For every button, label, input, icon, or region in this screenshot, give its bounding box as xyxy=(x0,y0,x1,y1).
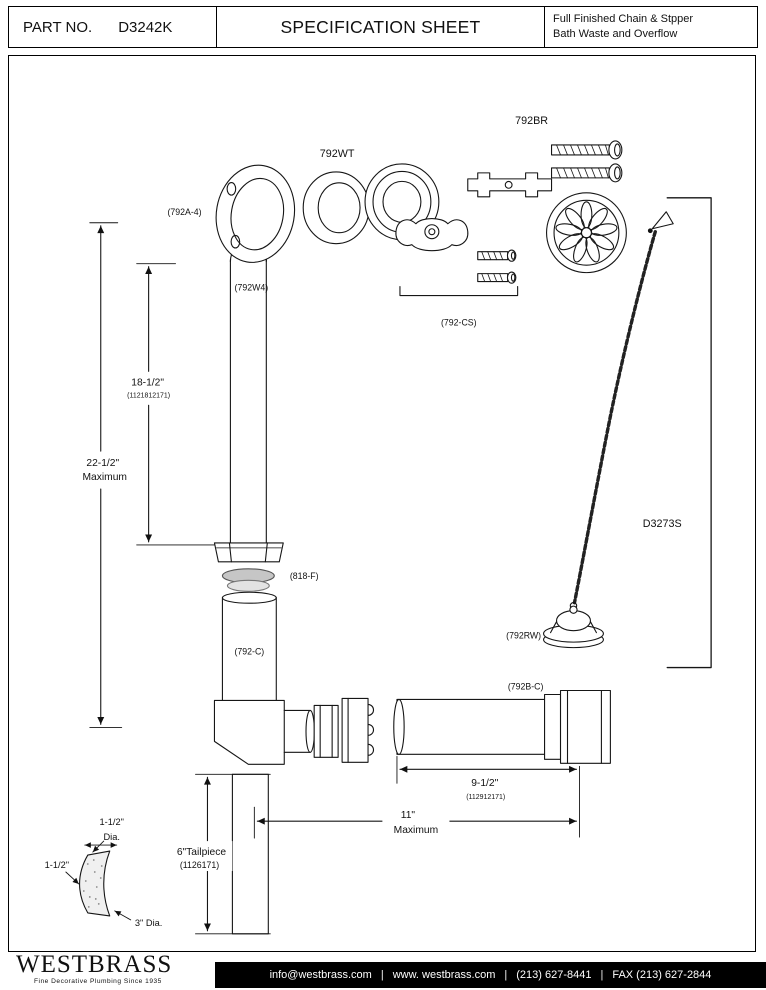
dimension-18-half-lines xyxy=(136,263,215,546)
waste-tee-tube-792c xyxy=(221,591,277,702)
waste-tee-body xyxy=(213,697,374,765)
contact-bar: info@westbrass.com | www. westbrass.com … xyxy=(215,962,766,988)
mounting-screws-792br xyxy=(550,140,623,183)
overflow-clip-bracket xyxy=(395,217,469,252)
label-792br: 792BR xyxy=(515,115,548,127)
dimension-9-half-code: (112912171) xyxy=(466,794,505,801)
drain-strainer xyxy=(546,192,627,274)
label-792rw: (792RW) xyxy=(506,631,541,641)
waste-outlet-pipe-792bc xyxy=(393,689,611,764)
contact-email: info@westbrass.com xyxy=(269,969,372,981)
dimension-tailpiece-value: 6"Tailpiece xyxy=(177,847,227,858)
part-no-label: PART NO. xyxy=(23,18,93,36)
dimension-18-half-code: (1121812171) xyxy=(127,392,170,399)
contact-separator: | xyxy=(380,969,384,981)
dimension-11-max-lines xyxy=(253,806,578,839)
label-818f: (818-F) xyxy=(290,571,319,581)
drain-shoe-side-view xyxy=(65,840,132,921)
mounting-plate xyxy=(467,172,553,198)
label-792a4: (792A-4) xyxy=(167,207,201,217)
overflow-faceplate-792a4 xyxy=(215,164,296,263)
dimension-22-half-value: 22-1/2" xyxy=(86,458,119,469)
contact-fax: FAX (213) 627-2844 xyxy=(612,969,712,981)
dimension-22-half-max-lines xyxy=(89,222,123,728)
drawing-area: 792WT 792BR (792A-4) (792W4) (792-CS) D3… xyxy=(8,55,756,952)
faceplate-screws-792cs xyxy=(399,249,519,297)
dia-top-value: 1-1/2" xyxy=(100,817,124,827)
technical-drawing: 792WT 792BR (792A-4) (792W4) (792-CS) D3… xyxy=(45,115,712,935)
dia-top-note: Dia. xyxy=(103,832,119,842)
dia-bottom-value: 3" Dia. xyxy=(135,918,163,928)
page-title: SPECIFICATION SHEET xyxy=(217,7,545,47)
part-no-cell: PART NO. D3242K xyxy=(9,7,217,47)
dimension-18-half-value: 18-1/2" xyxy=(131,377,164,388)
dimension-tailpiece-lines xyxy=(168,773,271,935)
dimension-11-note: Maximum xyxy=(394,825,438,836)
label-792bc: (792B-C) xyxy=(508,682,544,692)
description-line1: Full Finished Chain & Stpper xyxy=(553,13,694,26)
dimension-tailpiece-code: (1126171) xyxy=(180,860,219,870)
sheet-description: Full Finished Chain & Stpper Bath Waste … xyxy=(545,7,757,47)
footer: WESTBRASS Fine Decorative Plumbing Since… xyxy=(0,952,766,990)
header: PART NO. D3242K SPECIFICATION SHEET Full… xyxy=(8,6,758,48)
contact-separator: | xyxy=(600,969,604,981)
brand-tagline: Fine Decorative Plumbing Since 1935 xyxy=(34,978,162,985)
part-no-value: D3242K xyxy=(118,18,173,36)
contact-phone: (213) 627-8441 xyxy=(516,969,592,981)
dia-left-value: 1-1/2" xyxy=(45,860,69,870)
slip-nut-818f xyxy=(213,542,284,592)
texture-dots xyxy=(82,859,103,908)
label-792wt: 792WT xyxy=(320,148,355,160)
chain-stopper-792rw xyxy=(543,605,604,649)
dimension-9-half-value: 9-1/2" xyxy=(471,778,498,789)
dimension-11-value: 11" xyxy=(401,810,416,821)
label-d3273s: D3273S xyxy=(643,518,682,530)
dimension-22-half-note: Maximum xyxy=(82,472,127,483)
tailpiece-tube xyxy=(231,773,269,935)
label-792c: (792-C) xyxy=(234,647,264,657)
contact-separator: | xyxy=(504,969,508,981)
description-line2: Bath Waste and Overflow xyxy=(553,28,678,40)
chain-assembly-d3273s xyxy=(569,197,712,669)
brand-logo-text: WESTBRASS xyxy=(16,951,173,978)
contact-website: www. westbrass.com xyxy=(392,969,496,981)
label-792w4: (792W4) xyxy=(235,283,269,293)
brand-block: WESTBRASS Fine Decorative Plumbing Since… xyxy=(16,952,172,985)
dimension-9-half-lines xyxy=(396,755,580,838)
label-792cs: (792-CS) xyxy=(441,317,477,327)
